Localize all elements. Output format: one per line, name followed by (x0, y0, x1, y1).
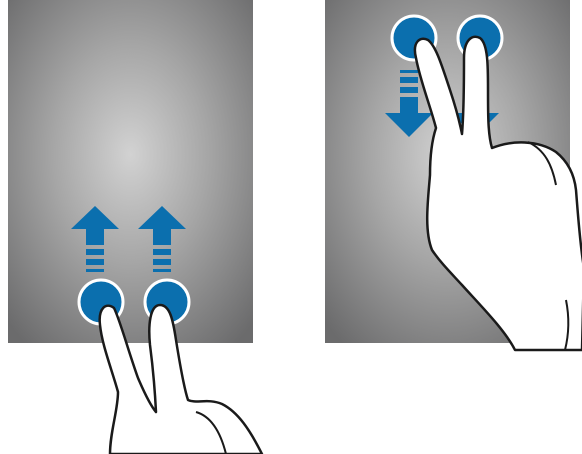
right-panel-swipe-down (325, 0, 582, 352)
hand-knuckle-line (564, 299, 570, 351)
arrow-up-icon (71, 206, 119, 272)
hand-knuckle-line (195, 411, 227, 454)
hand-two-fingers-icon (98, 303, 264, 454)
arrow-down-icon (385, 70, 433, 137)
arrow-up-icon (138, 206, 186, 272)
hand-knuckle-line (527, 141, 557, 186)
hand-two-fingers-icon (413, 35, 582, 352)
left-phone-screen (8, 0, 253, 343)
left-panel-swipe-up (8, 0, 264, 454)
